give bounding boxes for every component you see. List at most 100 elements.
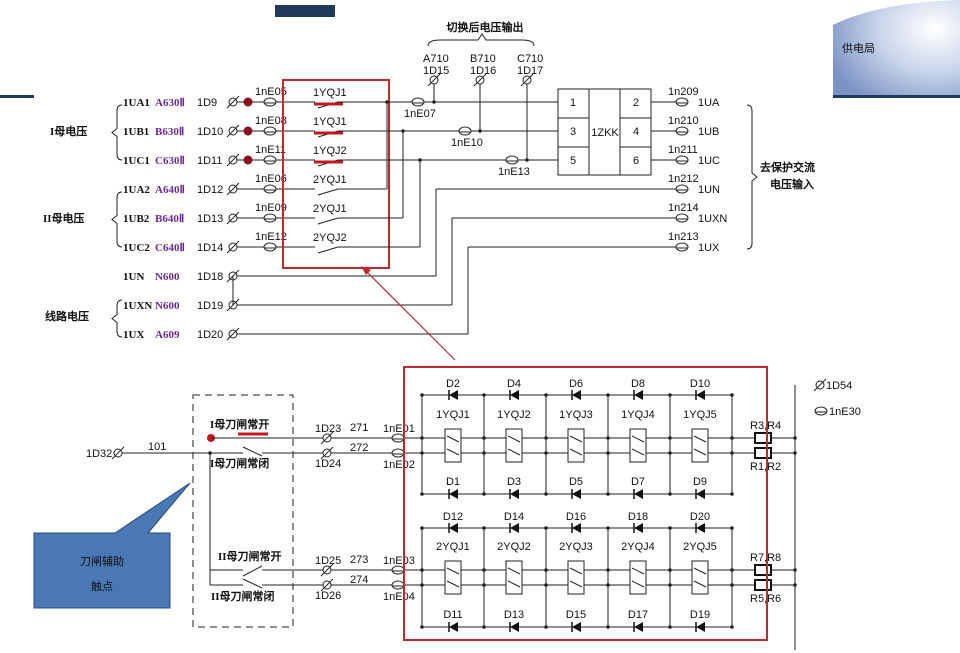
diode-label: D19 (690, 609, 710, 621)
coil-winding (507, 567, 521, 575)
junction-dot (482, 451, 486, 455)
connector-label: 1nE12 (255, 231, 287, 243)
coil-label: 1YQJ3 (559, 409, 593, 421)
junction-dot (668, 492, 672, 496)
coil-winding (631, 448, 645, 456)
diode-triangle (696, 489, 705, 499)
coil-winding (507, 448, 521, 456)
diode-triangle (696, 390, 705, 400)
connector-icon (263, 126, 277, 136)
terminal-label: 1D54 (826, 380, 852, 392)
group-label-bus2: II母电压 (43, 211, 85, 225)
diode-label: D8 (631, 378, 645, 390)
junction-dot (544, 393, 548, 397)
terminal-slash (226, 240, 240, 254)
coil-winding (693, 435, 707, 443)
logo-text: 供电局 (842, 41, 875, 55)
arrow-head (361, 266, 371, 275)
terminal-icon (226, 124, 240, 138)
diode-triangle (634, 523, 643, 533)
junction-dot (544, 583, 548, 587)
terminal-icon (320, 563, 334, 577)
terminal-icon (226, 240, 240, 254)
active-marker-dot (243, 126, 253, 136)
connector-ellipse (391, 580, 405, 590)
brace (746, 104, 758, 250)
terminal-icon (320, 446, 334, 460)
callout-text: 触点 (91, 579, 113, 593)
wire-label: 1UA1 (123, 97, 150, 109)
relay-coil-icon (567, 560, 585, 595)
terminal-slash (520, 73, 534, 87)
connector-ellipse (675, 155, 689, 165)
connector-label: 1nE08 (255, 115, 287, 127)
tap-cable-label: C710 (517, 53, 543, 65)
logo-background (833, 0, 960, 97)
junction-dot (730, 568, 734, 572)
connector-label: 1nE05 (255, 86, 287, 98)
junction-dot (668, 393, 672, 397)
connector-icon (814, 406, 828, 416)
output-signal-label: 1UA (698, 97, 720, 109)
diode-triangle (696, 523, 705, 533)
logo-underline (833, 95, 960, 98)
contact-label: II母刀闸常开 (218, 549, 282, 563)
switch-pin: 3 (570, 126, 576, 138)
coil-label: 1YQJ5 (683, 409, 717, 421)
terminal-slash (813, 378, 827, 392)
junction-dot (544, 492, 548, 496)
cable-label: A640Ⅱ (155, 184, 185, 196)
junction-dot (668, 583, 672, 587)
terminal-label: 1D9 (197, 97, 217, 109)
diode-icon (633, 523, 643, 533)
diode-label: D6 (569, 378, 583, 390)
switch-pin: 4 (633, 126, 639, 138)
connector-ellipse (391, 448, 405, 458)
diode-triangle (634, 489, 643, 499)
wire-label: 1UN (123, 271, 144, 283)
diode-icon (448, 523, 458, 533)
terminal-label: 1D26 (315, 590, 341, 602)
connector-ellipse (391, 565, 405, 575)
connector-ellipse (263, 126, 277, 136)
switch-pin: 1 (570, 97, 576, 109)
coil-winding (569, 435, 583, 443)
output-signal-label: 1UB (698, 126, 719, 138)
resistor-label: R7,R8 (750, 552, 781, 564)
wire-label: 1UB2 (123, 213, 150, 225)
diode-icon (448, 489, 458, 499)
contact-label: I母刀闸常闭 (210, 456, 269, 470)
diode-label: D7 (631, 476, 645, 488)
coil-body (691, 560, 709, 595)
terminal-label: 1D13 (197, 213, 223, 225)
diode-label: D13 (504, 609, 524, 621)
contact-label: 2YQJ1 (313, 174, 347, 186)
coil-label: 2YQJ3 (559, 541, 593, 553)
resistor-icon (754, 447, 772, 459)
relay-coil-icon (629, 560, 647, 595)
diode-icon (571, 523, 581, 533)
junction-dot (668, 625, 672, 629)
junction-dot (544, 451, 548, 455)
pointer-arrow (364, 269, 456, 361)
junction-dot (420, 451, 424, 455)
coil-label: 2YQJ5 (683, 541, 717, 553)
top-brace (427, 33, 535, 47)
output-destination-label: 去保护交流 (760, 160, 815, 174)
diode-icon (633, 390, 643, 400)
junction-dot (420, 583, 424, 587)
callout-text: 刀闸辅助 (80, 554, 124, 568)
connector-ellipse (505, 155, 519, 165)
junction-dot (668, 526, 672, 530)
output-connector-label: 1n214 (668, 202, 699, 214)
terminal-label: 1D10 (197, 126, 223, 138)
connector-icon (411, 97, 425, 107)
contact-label: II母刀闸常闭 (211, 589, 275, 603)
connector-icon (675, 97, 689, 107)
terminal-slash (320, 578, 334, 592)
junction-dot (420, 393, 424, 397)
cable-label: B630Ⅱ (155, 126, 184, 138)
diode-label: D10 (690, 378, 710, 390)
tap-terminal-label: 1D15 (423, 65, 449, 77)
relay-coil-icon (691, 560, 709, 595)
